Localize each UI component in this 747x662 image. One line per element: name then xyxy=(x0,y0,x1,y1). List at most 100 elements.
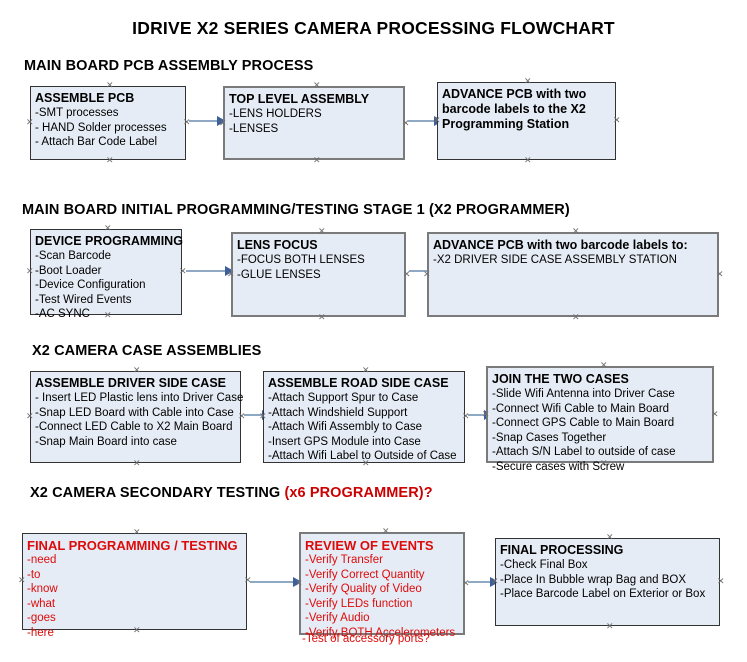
arrow-road-side-to-join-cases xyxy=(468,410,493,420)
section-heading-text: X2 CAMERA SECONDARY TESTING xyxy=(30,485,285,501)
connector-handle-top[interactable]: ✕ xyxy=(104,223,112,233)
node-line: -FOCUS BOTH LENSES xyxy=(237,254,365,266)
connector-handle-top[interactable]: ✕ xyxy=(600,360,608,370)
node-advance-pcb-programming-station[interactable]: ADVANCE PCB with two barcode labels to t… xyxy=(433,77,621,165)
connector-handle-bottom[interactable]: ✕ xyxy=(106,155,114,165)
arrow-driver-side-to-road-side xyxy=(244,410,271,420)
arrow-top-level-to-advance-pcb xyxy=(408,116,443,126)
section-heading-x2-camera-case-assemblies: X2 CAMERA CASE ASSEMBLIES xyxy=(32,343,261,359)
node-lens-focus[interactable]: LENS FOCUS -FOCUS BOTH LENSES -GLUE LENS… xyxy=(227,227,411,322)
connector-handle-bottom[interactable]: ✕ xyxy=(572,312,580,322)
node-line: -Connect Wifi Cable to Main Board xyxy=(492,402,670,415)
node-overflow-line: -Test of accessory ports? xyxy=(302,633,430,645)
node-line: -goes xyxy=(27,612,56,624)
node-line: -GLUE LENSES xyxy=(237,268,321,281)
node-title: FINAL PROCESSING xyxy=(500,543,624,557)
connector-handle-right[interactable]: ✕ xyxy=(179,266,187,276)
connector-handle-left[interactable]: ✕ xyxy=(26,117,34,127)
node-line: -Check Final Box xyxy=(500,559,588,571)
connector-handle-top[interactable]: ✕ xyxy=(133,527,141,537)
node-line: -Attach S/N Label to outside of case xyxy=(492,446,676,458)
section-heading-x2-camera-secondary-testing: X2 CAMERA SECONDARY TESTING (x6 PROGRAMM… xyxy=(30,485,433,501)
node-line: - Attach Bar Code Label xyxy=(35,136,158,148)
node-line: -AC SYNC xyxy=(35,308,90,320)
connector-handle-right[interactable]: ✕ xyxy=(716,269,724,279)
node-line: -Snap Main Board into case xyxy=(35,435,177,448)
connector-handle-left[interactable]: ✕ xyxy=(26,266,34,276)
node-title: JOIN THE TWO CASES xyxy=(492,372,629,386)
node-line: - HAND Solder processes xyxy=(35,121,167,134)
connector-handle-left[interactable]: ✕ xyxy=(18,575,26,585)
connector-handle-right[interactable]: ✕ xyxy=(711,409,719,419)
connector-handle-right[interactable]: ✕ xyxy=(403,269,411,279)
arrow-assemble-pcb-to-top-level xyxy=(189,116,226,126)
node-line: -Insert GPS Module into Case xyxy=(268,435,421,448)
node-line: -Attach Wifi Assembly to Case xyxy=(268,421,423,433)
connector-handle-bottom[interactable]: ✕ xyxy=(606,621,614,631)
node-line: -LENSES xyxy=(229,122,279,135)
node-device-programming[interactable]: DEVICE PROGRAMMING -Scan Barcode -Boot L… xyxy=(26,224,187,321)
connector-handle-top[interactable]: ✕ xyxy=(606,532,614,542)
section-heading-main-board-initial-programming: MAIN BOARD INITIAL PROGRAMMING/TESTING S… xyxy=(22,202,570,218)
node-final-processing[interactable]: FINAL PROCESSING -Check Final Box -Place… xyxy=(491,533,725,631)
node-line: -Test Wired Events xyxy=(35,293,132,306)
connector-handle-top[interactable]: ✕ xyxy=(524,76,532,86)
node-line: -Verify BOTH Accelerometers xyxy=(305,626,456,639)
section-heading-text: X2 CAMERA CASE ASSEMBLIES xyxy=(32,343,262,359)
arrow-device-programming-to-lens-focus xyxy=(186,266,234,276)
section-heading-text: MAIN BOARD PCB ASSEMBLY PROCESS xyxy=(24,58,314,74)
node-line: -Snap LED Board with Cable into Case xyxy=(35,406,234,419)
connector-handle-bottom[interactable]: ✕ xyxy=(318,312,326,322)
node-line: -Device Configuration xyxy=(35,279,146,291)
node-line: -Connect GPS Cable to Main Board xyxy=(492,417,675,429)
node-line: -here xyxy=(27,626,54,639)
connector-handle-right[interactable]: ✕ xyxy=(613,115,621,125)
node-line: -Place Barcode Label on Exterior or Box xyxy=(500,588,706,600)
node-title: ADVANCE PCB with two barcode labels to: xyxy=(433,238,688,252)
node-line: -to xyxy=(27,568,41,581)
node-advance-pcb-driver-side-case[interactable]: ADVANCE PCB with two barcode labels to: … xyxy=(423,227,724,322)
node-line: -Attach Support Spur to Case xyxy=(268,392,419,404)
node-title: ASSEMBLE PCB xyxy=(35,91,135,105)
node-line: -what xyxy=(27,597,56,610)
connector-handle-top[interactable]: ✕ xyxy=(133,365,141,375)
node-title: FINAL PROGRAMMING / TESTING xyxy=(27,538,238,553)
section-heading-text: MAIN BOARD INITIAL PROGRAMMING/TESTING S… xyxy=(22,202,570,218)
connector-handle-top[interactable]: ✕ xyxy=(106,80,114,90)
connector-handle-right[interactable]: ✕ xyxy=(717,576,725,586)
section-heading-accent: (x6 PROGRAMMER)? xyxy=(284,485,433,501)
node-line: -Verify LEDs function xyxy=(305,597,413,610)
connector-handle-top[interactable]: ✕ xyxy=(313,80,321,90)
connector-handle-left[interactable]: ✕ xyxy=(423,269,431,279)
node-title: ADVANCE PCB with two barcode labels to t… xyxy=(442,87,587,131)
node-line: -SMT processes xyxy=(35,107,119,119)
connector-handle-top[interactable]: ✕ xyxy=(572,226,580,236)
node-line: -X2 DRIVER SIDE CASE ASSEMBLY STATION xyxy=(433,254,677,266)
node-review-of-events[interactable]: REVIEW OF EVENTS -Verify Transfer -Verif… xyxy=(295,527,470,640)
node-title: ASSEMBLE ROAD SIDE CASE xyxy=(268,376,449,390)
node-top-level-assembly[interactable]: TOP LEVEL ASSEMBLY -LENS HOLDERS -LENSES… xyxy=(219,81,410,165)
connector-handle-bottom[interactable]: ✕ xyxy=(133,458,141,468)
node-line: -Attach Wifi Label to Outside of Case xyxy=(268,450,457,462)
node-line: -LENS HOLDERS xyxy=(229,108,322,120)
node-final-programming-testing[interactable]: FINAL PROGRAMMING / TESTING -need -to -k… xyxy=(18,528,252,639)
node-line: -Verify Correct Quantity xyxy=(305,568,425,581)
node-assemble-pcb[interactable]: ASSEMBLE PCB -SMT processes - HAND Solde… xyxy=(26,81,191,165)
connector-handle-bottom[interactable]: ✕ xyxy=(313,155,321,165)
arrow-final-programming-to-review-of-events xyxy=(250,577,302,587)
node-join-the-two-cases[interactable]: JOIN THE TWO CASES -Slide Wifi Antenna i… xyxy=(482,361,719,473)
node-line: -Place In Bubble wrap Bag and BOX xyxy=(500,573,687,586)
node-line: -Boot Loader xyxy=(35,264,102,277)
connector-handle-top[interactable]: ✕ xyxy=(382,526,390,536)
connector-handle-bottom[interactable]: ✕ xyxy=(524,155,532,165)
node-line: - Insert LED Plastic lens into Driver Ca… xyxy=(35,392,244,404)
node-line: -Verify Quality of Video xyxy=(305,583,422,595)
node-assemble-road-side-case[interactable]: ASSEMBLE ROAD SIDE CASE -Attach Support … xyxy=(259,366,470,468)
connector-handle-left[interactable]: ✕ xyxy=(26,411,34,421)
connector-handle-top[interactable]: ✕ xyxy=(318,226,326,236)
node-line: -Scan Barcode xyxy=(35,250,112,262)
node-line: -Snap Cases Together xyxy=(492,431,607,444)
connector-handle-top[interactable]: ✕ xyxy=(362,365,370,375)
node-assemble-driver-side-case[interactable]: ASSEMBLE DRIVER SIDE CASE - Insert LED P… xyxy=(26,366,246,468)
node-line: -Connect LED Cable to X2 Main Board xyxy=(35,421,233,433)
